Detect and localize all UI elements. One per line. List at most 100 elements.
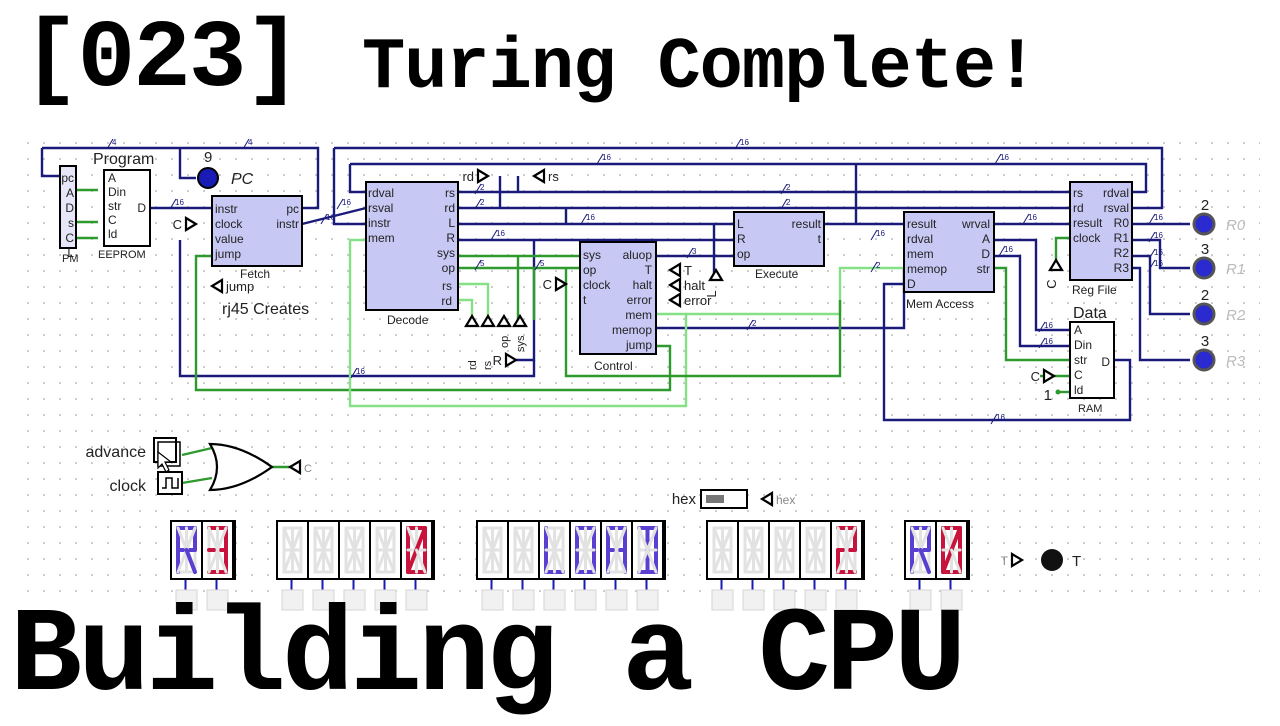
decode-rd-valid: rd <box>441 294 452 308</box>
display-pin-label-box <box>512 589 535 611</box>
bus-width-label: 16 <box>175 198 184 207</box>
reg-in-port-3: clock <box>1073 231 1101 245</box>
display-segment <box>344 526 356 552</box>
display-pin-label-box <box>711 589 734 611</box>
ram-ld-const: 1 <box>1044 387 1052 404</box>
rdval-feed-bus <box>348 164 366 194</box>
display-segment <box>845 548 857 574</box>
pc-value: 9 <box>204 149 212 166</box>
display-segment <box>353 548 365 574</box>
display-segment <box>207 526 219 552</box>
reg-out-port-4: R2 <box>1114 246 1130 260</box>
ram-label: RAM <box>1078 403 1102 415</box>
display-segment <box>313 526 325 552</box>
display-digit <box>478 522 507 611</box>
hex-displays <box>170 520 970 611</box>
bus-width-label: 16 <box>356 367 365 376</box>
clock-label: clock <box>110 478 147 495</box>
register-probe-r2 <box>1192 302 1216 326</box>
bus-width-label: 4 <box>112 138 117 147</box>
execute-out-port-1: t <box>818 232 822 246</box>
control-t-tunnel-label: T <box>684 263 692 278</box>
fetch-clock-tunnel-label: C <box>173 217 182 232</box>
advance-wire <box>181 446 213 457</box>
control-halt-tunnel-label: halt <box>684 278 705 293</box>
display-segment <box>584 548 596 574</box>
hex-tunnel-label: hex <box>776 493 795 507</box>
display-segment <box>282 526 294 552</box>
execute-in-port-1: R <box>737 232 746 246</box>
pm-port-0: pc <box>61 171 74 185</box>
display-digit <box>540 522 569 611</box>
decode-out-port-5: op <box>442 261 456 275</box>
bus-width-tick <box>1148 248 1156 260</box>
rs-valid-wire <box>458 282 490 320</box>
execute-out-port-0: result <box>792 217 822 231</box>
decode-out-3-tunnel <box>512 313 528 328</box>
register-value-r3: 3 <box>1201 333 1209 350</box>
bus-width-label: 16 <box>996 413 1005 422</box>
or-out-tunnel <box>287 459 302 475</box>
display-segment <box>606 526 618 552</box>
decode-in-port-3: mem <box>368 231 395 245</box>
display-digit <box>906 522 935 611</box>
fetch-label: Fetch <box>240 267 270 281</box>
fetch-out-port-0: pc <box>286 202 299 216</box>
mem-in-port-3: memop <box>907 262 947 276</box>
eeprom-in-port-3: C <box>108 213 117 227</box>
top-return-bus <box>334 146 1164 210</box>
mem-out-port-3: str <box>977 262 990 276</box>
register-name-r2: R2 <box>1226 307 1246 324</box>
display-segment <box>836 526 848 552</box>
pm-port-3: s <box>68 216 74 230</box>
fetch-in-port-3: jump <box>214 247 241 261</box>
jump-wire <box>194 254 672 392</box>
mem-access-block <box>903 211 995 293</box>
decode-rs-valid: rs <box>442 279 452 293</box>
bus-width-label: 16 <box>602 153 611 162</box>
display-digit <box>602 522 631 611</box>
control-label: Control <box>594 359 633 373</box>
ram-in-port-4: ld <box>1074 383 1083 397</box>
pc-feedback-bus <box>40 148 60 178</box>
bus-width-tick <box>686 247 694 259</box>
control-t-tunnel <box>667 262 682 278</box>
control-in-port-2: clock <box>583 278 611 292</box>
display-digit <box>832 522 861 611</box>
bus-width-tick <box>580 213 588 225</box>
display-digit <box>708 522 737 611</box>
bus-width-label: 16 <box>1154 231 1163 240</box>
control-block <box>579 241 657 355</box>
bus-width-tick <box>1022 213 1030 225</box>
page-title: Turing Complete! <box>362 27 1038 109</box>
decode-out-1-tunnel <box>480 313 496 328</box>
mem-out-port-1: A <box>982 232 990 246</box>
register-value-r2: 2 <box>1201 287 1209 304</box>
bus-width-tick <box>994 153 1002 165</box>
decode-out-port-3: R <box>446 231 455 245</box>
reg-in-port-1: rd <box>1073 201 1084 215</box>
eeprom-out-port: D <box>137 201 146 215</box>
mem-wire <box>348 238 688 408</box>
hex-in-tunnel <box>759 491 774 507</box>
bus-width-label: 2 <box>752 319 757 328</box>
bus-width-label: 16 <box>1044 321 1053 330</box>
fetch-in-port-0: instr <box>215 202 238 216</box>
display-pin-label-box <box>636 589 659 611</box>
decode-in-port-1: rsval <box>368 201 393 215</box>
display-segment <box>544 526 556 552</box>
display-segment <box>575 526 587 552</box>
control-halt-tunnel <box>667 277 682 293</box>
display-segment <box>918 548 931 574</box>
ram-clock-tunnel <box>1042 368 1057 384</box>
decode-in-port-2: instr <box>368 216 391 230</box>
display-segment <box>814 548 826 574</box>
reg-file-block <box>1069 181 1133 281</box>
bus-width-label: 16 <box>326 213 335 222</box>
din-bus <box>994 254 1070 348</box>
l-probe-tunnel <box>708 267 724 282</box>
rdval-loop-bus <box>350 162 1148 194</box>
wires <box>40 146 1190 485</box>
bus-width-label: 16 <box>1154 213 1163 222</box>
display-segment <box>743 526 755 552</box>
